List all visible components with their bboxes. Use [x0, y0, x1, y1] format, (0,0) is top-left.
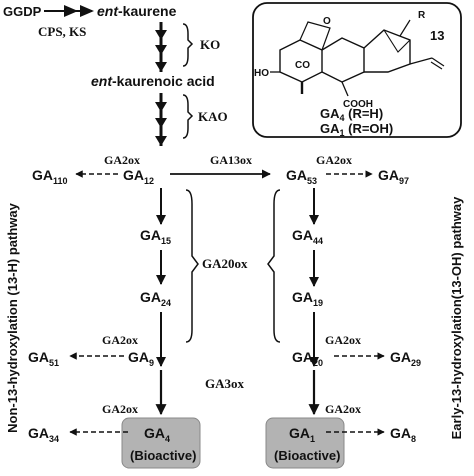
ga15-label: GA15	[140, 227, 171, 246]
left-pathway-label: Non-13-hydroxylation (13-H) pathway	[5, 202, 20, 432]
ent-kaurene-label: ent-kaurene	[97, 3, 177, 19]
ga-structure-panel: O CO HO COOH R 13 GA4 (R=H) GA1 (R=OH)	[252, 2, 462, 138]
ga20ox-left-brace	[185, 189, 199, 343]
ga19-label: GA19	[292, 289, 323, 308]
right-pathway-label: Early-13-hydroxylation(13-OH) pathway	[449, 196, 464, 439]
kaurene-to-acid-arrows	[155, 22, 167, 72]
ga2ox-label-ga1: GA2ox	[325, 402, 361, 416]
ga2ox-label-ga12: GA2ox	[104, 153, 140, 167]
ko-label: KO	[200, 37, 220, 52]
ga4-bioactive-label: (Bioactive)	[130, 448, 196, 463]
ga3ox-label: GA3ox	[205, 376, 245, 391]
legend-ga4: GA4 (R=H)	[320, 106, 383, 123]
ga4-label: GA4	[144, 425, 170, 444]
co-label: CO	[295, 60, 310, 71]
cps-ks-label: CPS, KS	[38, 24, 86, 39]
ga53-label: GA53	[286, 167, 317, 186]
ga20ox-label: GA20ox	[202, 256, 248, 271]
ga12-label: GA12	[123, 167, 154, 186]
ent-kaurenoic-acid-label: ent-kaurenoic acid	[91, 73, 215, 89]
ggdp-label: GGDP	[3, 4, 42, 19]
ga34-label: GA34	[28, 425, 59, 444]
ko-brace	[182, 23, 194, 67]
acid-to-ga12-arrows	[155, 93, 167, 146]
ga9-label: GA9	[128, 349, 154, 368]
position-13-label: 13	[430, 28, 444, 43]
ga2ox-label-ga4: GA2ox	[102, 402, 138, 416]
ggdp-double-arrow	[44, 5, 94, 17]
ga1-bioactive-label: (Bioactive)	[274, 448, 340, 463]
ga1-label: GA1	[289, 425, 315, 444]
ga8-label: GA8	[390, 425, 416, 444]
ga20-label: GA20	[292, 349, 323, 368]
ga44-label: GA44	[292, 227, 323, 246]
ga24-label: GA24	[140, 289, 171, 308]
ga110-label: GA110	[32, 167, 68, 186]
ga2ox-label-ga9: GA2ox	[102, 333, 138, 347]
cooh-label: COOH	[343, 99, 373, 110]
kao-label: KAO	[198, 109, 228, 124]
ga13ox-label: GA13ox	[210, 153, 252, 167]
legend-ga1: GA1 (R=OH)	[320, 121, 393, 138]
ga2ox-label-ga53: GA2ox	[316, 153, 352, 167]
ga29-label: GA29	[390, 349, 421, 368]
r-label: R	[418, 10, 426, 21]
ga1-bioactive-box	[265, 417, 345, 469]
ga20ox-right-brace	[267, 189, 281, 343]
ga97-label: GA97	[378, 167, 409, 186]
kao-brace	[182, 94, 194, 139]
ring-oxygen-label: O	[323, 16, 331, 27]
ga2ox-label-ga19: GA2ox	[325, 333, 361, 347]
ga51-label: GA51	[28, 349, 59, 368]
ga4-bioactive-box	[121, 417, 201, 469]
ho-label: HO	[254, 68, 269, 79]
